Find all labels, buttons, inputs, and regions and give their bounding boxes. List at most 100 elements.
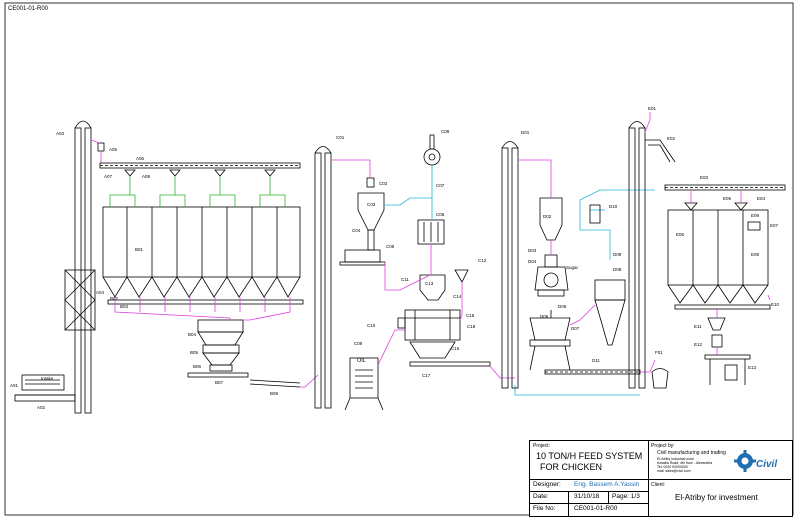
logo-text: Civil: [756, 459, 778, 470]
tag-c15: C15: [466, 313, 475, 318]
file-value: CE001-01-R00: [574, 505, 618, 512]
magenta-lines-a: [90, 139, 319, 388]
tag-a08: A08: [142, 174, 151, 179]
title-block: Project: 10 TON/H FEED SYSTEM FOR CHICKE…: [529, 440, 793, 517]
tag-b08: B08: [270, 391, 279, 396]
tag-b03: B03: [120, 304, 129, 309]
tag-e01: E01: [648, 106, 657, 111]
tag-e11: E11: [694, 324, 702, 329]
tag-e07: E07: [770, 223, 779, 228]
company-logo: [734, 450, 756, 472]
conveyor-c17: [409, 361, 491, 367]
project-label: Project:: [533, 443, 550, 449]
distributor-e02: [645, 139, 676, 163]
tag-c05: C05: [386, 244, 395, 249]
tag-a02: A02: [37, 405, 46, 410]
bin-c03: [357, 192, 385, 231]
company-line3: Tel: 0020 00000000: [657, 465, 688, 469]
green-feed-lines: [109, 176, 286, 207]
fan-d10: [589, 204, 601, 224]
tag-b01: B01: [135, 247, 144, 252]
tag-c08: C08: [441, 129, 450, 134]
packing-section: [628, 121, 786, 389]
tag-c16: C16: [451, 346, 460, 351]
tag-b05: B05: [190, 350, 199, 355]
tag-c10: C10: [367, 323, 376, 328]
tag-d01: D01: [521, 130, 530, 135]
tag-b04: B04: [188, 332, 197, 337]
bin-d02: [539, 197, 563, 241]
client-value: El-Atriby for investment: [675, 493, 758, 502]
tag-c18: C18: [467, 324, 476, 329]
packing-scale-e12: [711, 334, 723, 348]
silo-bank-b01: [102, 206, 301, 298]
tag-b02: B02: [110, 296, 119, 301]
date-value: 31/10/18: [574, 493, 600, 500]
tag-d05: D05: [558, 304, 567, 309]
tag-d03: D03: [528, 248, 537, 253]
tag-a05: A05: [109, 147, 118, 152]
support-tower: [64, 269, 96, 331]
company-name: Civil manufacturing and trading: [657, 450, 726, 456]
tag-e06: E06: [676, 232, 685, 237]
tag-c02: C02: [379, 181, 388, 186]
tag-a03: A03: [56, 131, 65, 136]
company-line4: mail: sales@civil.com: [657, 469, 691, 473]
fan-c08: [423, 148, 441, 166]
tag-c09: C09: [354, 341, 363, 346]
tag-d11: D11: [592, 358, 600, 363]
designer-label: Designer:: [533, 481, 561, 488]
tag-c14: C14: [453, 294, 462, 299]
drawing-reference: CE001-01-R00: [8, 6, 49, 12]
tag-d09: D09: [613, 252, 622, 257]
premix-hopper: [454, 269, 469, 283]
magenta-lines-d: [518, 159, 656, 373]
pellet-mill-d05: [534, 266, 569, 291]
elevator-d01: [501, 147, 509, 389]
sheet-border: [4, 2, 794, 516]
tag-a07: A07: [104, 174, 113, 179]
oil-tank-c18: [349, 357, 379, 399]
cyclone-d09: [594, 279, 626, 301]
mixer-c15: [404, 309, 461, 341]
packing-bin-e11: [707, 317, 726, 331]
conveyor-b07: [187, 372, 249, 378]
company-line1: El-Atriby Industrial zone: [657, 457, 694, 461]
tag-c06: C06: [436, 212, 445, 217]
project-title-line1: 10 TON/H FEED SYSTEM: [536, 451, 643, 461]
screw-conveyor-b03: [107, 299, 304, 305]
distributor-valves: [124, 169, 276, 177]
mixer-bin-c12: [419, 274, 446, 301]
tag-a06: A06: [136, 156, 145, 161]
tag-c07: C07: [436, 183, 445, 188]
tag-c11: C11: [401, 277, 409, 282]
tag-c03: C03: [367, 202, 376, 207]
tag-f01: F01: [655, 350, 663, 355]
bag-f01: [651, 368, 669, 389]
elevator-a03: [74, 127, 82, 414]
oil-label: OIL: [357, 358, 366, 364]
tag-d02: D02: [543, 214, 552, 219]
magenta-lines-e: [644, 112, 771, 355]
intake-conveyor: [14, 394, 76, 402]
tag-d04: D04: [528, 259, 537, 264]
project-by-label: Project by:: [651, 443, 675, 449]
cooler-d07: [529, 317, 571, 341]
weigh-hopper: [197, 319, 244, 372]
project-title-line2: FOR CHICKEN: [540, 462, 603, 472]
bagging-unit-e13: [704, 354, 751, 360]
tag-c01: C01: [336, 135, 345, 140]
date-label: Date:: [533, 493, 549, 500]
conveyor-e10: [674, 304, 771, 310]
pelleting-section: [501, 141, 641, 389]
intake-label: Intake: [41, 376, 54, 381]
intake-hopper: [21, 374, 65, 391]
tag-a01: A01: [10, 383, 19, 388]
surge-bin-c16: [409, 341, 456, 359]
tag-e09: E09: [751, 213, 760, 218]
client-label: Client:: [651, 482, 666, 488]
tag-e03: E03: [700, 175, 709, 180]
tag-b06: B06: [193, 364, 202, 369]
tag-d10: D10: [609, 204, 618, 209]
